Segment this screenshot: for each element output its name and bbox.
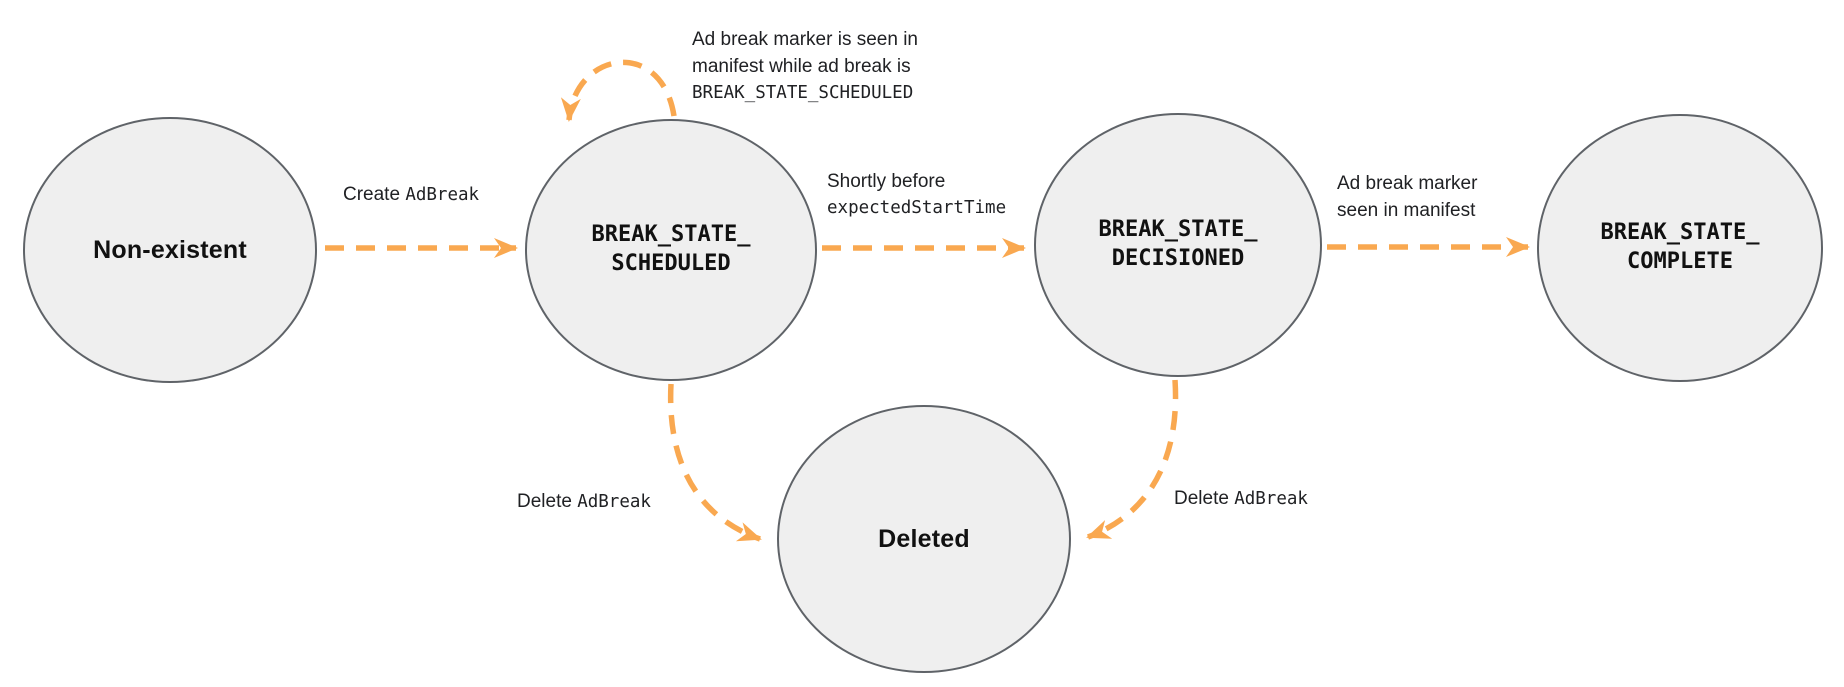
state-node-break-state-scheduled: BREAK_STATE_ SCHEDULED [525, 119, 817, 381]
edge-label-line: Ad break marker is seen in [692, 29, 918, 50]
edge-delete-from-decisioned-arrow [1086, 379, 1179, 540]
state-label-line2: COMPLETE [1627, 249, 1733, 274]
edge-label-line: manifest while ad break is [692, 56, 911, 77]
edge-label-text: Delete [517, 491, 578, 512]
edge-label-line: Shortly before [827, 171, 946, 192]
edge-label-line: seen in manifest [1337, 200, 1476, 221]
edge-label-text: Delete [1174, 488, 1235, 509]
edge-label-create-adbreak: Create AdBreak [343, 181, 479, 209]
state-node-non-existent: Non-existent [23, 117, 317, 383]
state-label-line2: DECISIONED [1111, 246, 1245, 271]
edge-label-delete-adbreak-scheduled: Delete AdBreak [517, 488, 651, 516]
edge-label-line: Ad break marker [1337, 173, 1478, 194]
state-label-break-state-decisioned: BREAK_STATE_ DECISIONED [1099, 216, 1258, 273]
edge-label-code: BREAK_STATE_SCHEDULED [692, 83, 914, 103]
edge-label-self-loop: Ad break marker is seen in manifest whil… [692, 26, 918, 107]
edge-label-code: AdBreak [1234, 489, 1308, 509]
edge-label-delete-adbreak-decisioned: Delete AdBreak [1174, 485, 1308, 513]
edge-self-loop-arrow [560, 59, 677, 122]
state-label-break-state-complete: BREAK_STATE_ COMPLETE [1601, 219, 1760, 276]
state-node-deleted: Deleted [777, 405, 1071, 673]
state-label-line1: BREAK_STATE_ [591, 222, 751, 248]
state-label-deleted: Deleted [878, 524, 970, 553]
state-label-break-state-scheduled: BREAK_STATE_ SCHEDULED [592, 221, 751, 278]
state-label-non-existent: Non-existent [93, 235, 247, 264]
edge-label-code: expectedStartTime [827, 198, 1007, 218]
edge-label-text: Create [343, 184, 406, 205]
state-label-line2: SCHEDULED [611, 251, 731, 276]
edge-delete-from-scheduled-arrow [667, 383, 762, 542]
state-node-break-state-complete: BREAK_STATE_ COMPLETE [1537, 114, 1823, 382]
edge-label-code: AdBreak [577, 492, 651, 512]
edge-label-code: AdBreak [405, 185, 480, 205]
state-node-break-state-decisioned: BREAK_STATE_ DECISIONED [1034, 113, 1322, 377]
state-label-line1: BREAK_STATE_ [1600, 220, 1760, 246]
state-label-line1: BREAK_STATE_ [1098, 217, 1258, 243]
edge-label-shortly-before: Shortly before expectedStartTime [827, 168, 1006, 222]
edge-label-marker-seen: Ad break marker seen in manifest [1337, 170, 1477, 224]
